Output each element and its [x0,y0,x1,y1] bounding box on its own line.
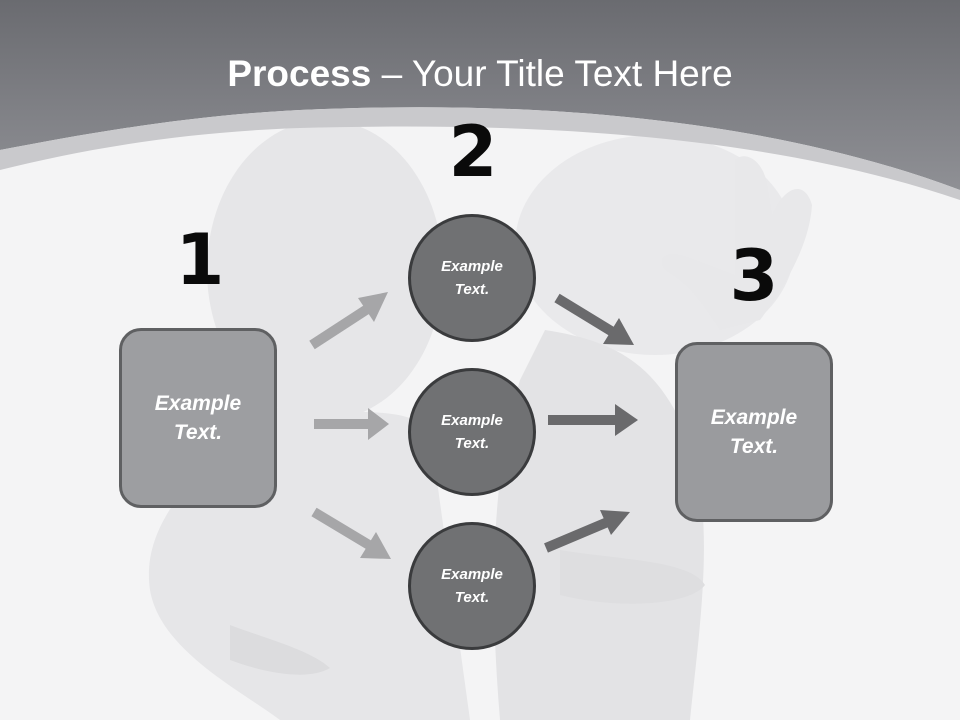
arrow-icon [358,292,388,322]
step-2-node-middle: Example Text. [408,368,536,496]
arrows [309,292,638,559]
arrow-icon [311,507,377,553]
step-3-box: Example Text. [675,342,833,522]
arrow-icon [615,404,638,436]
arrow-icon [544,516,612,553]
title-bold: Process [227,53,372,94]
header-band [0,0,960,190]
step-number-2: 2 [448,111,498,193]
step-2-node-top: Example Text. [408,214,536,342]
step-1-text: Example Text. [154,392,242,444]
node-text: Example Text. [441,412,503,452]
step-3-text: Example Text. [710,406,798,458]
step-number-1: 1 [175,219,225,301]
node-text: Example Text. [441,258,503,298]
arrow-icon [368,408,389,440]
arrow-icon [603,318,634,345]
page-title: Process – Your Title Text Here [0,52,960,96]
arrow-icon [309,301,375,350]
step-2-node-bottom: Example Text. [408,522,536,650]
step-1-box: Example Text. [119,328,277,508]
arrow-icon [554,293,619,339]
step-number-3: 3 [729,235,779,317]
title-rest: – Your Title Text Here [371,53,733,94]
arrow-icon [360,532,391,559]
arrow-icon [600,510,630,535]
header-swoosh [0,107,960,200]
node-text: Example Text. [441,566,503,606]
